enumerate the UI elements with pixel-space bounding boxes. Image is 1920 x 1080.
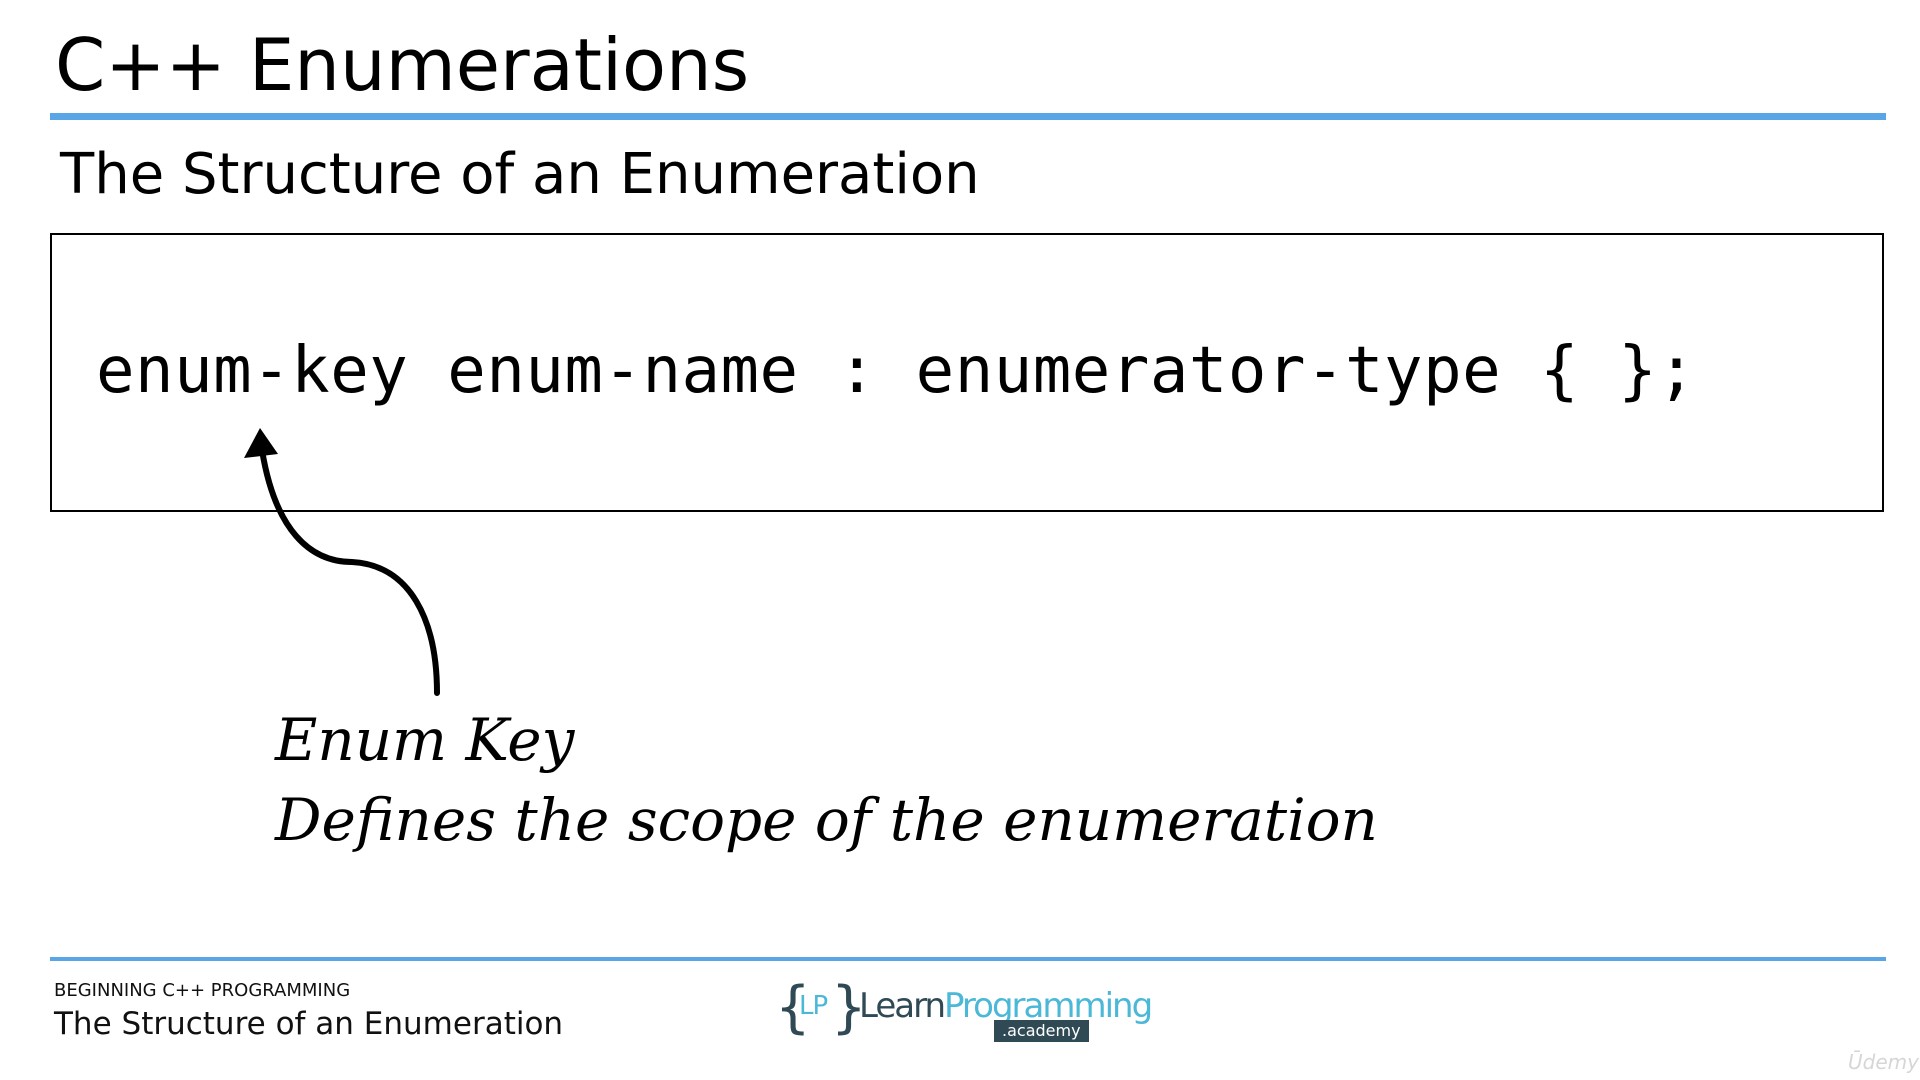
slide-subtitle: The Structure of an Enumeration: [60, 142, 980, 207]
logo-learn-text: Learn: [859, 986, 946, 1026]
annotation-heading: Enum Key: [275, 706, 575, 774]
udemy-watermark: Ūdemy: [1848, 1050, 1919, 1074]
logo-wordmark: LearnProgramming: [859, 986, 1153, 1026]
annotation-text: Enum Key Defines the scope of the enumer…: [275, 700, 1378, 860]
logo-lp-mark: LP: [799, 991, 828, 1021]
slide-title: C++ Enumerations: [55, 23, 750, 107]
logo-academy-badge: .academy: [994, 1020, 1089, 1042]
logo-right-brace-icon: }: [831, 975, 867, 1040]
learnprogramming-logo: { LP } LearnProgramming .academy: [775, 975, 1153, 1044]
logo-programming-text: Programming: [944, 986, 1153, 1026]
footer-divider: [50, 957, 1886, 961]
annotation-description: Defines the scope of the enumeration: [275, 786, 1378, 854]
code-syntax-line: enum-key enum-name : enumerator-type { }…: [96, 334, 1697, 408]
footer-lesson-title: The Structure of an Enumeration: [54, 1006, 564, 1042]
logo-left-brace-icon: {: [775, 975, 811, 1040]
code-box: enum-key enum-name : enumerator-type { }…: [50, 233, 1884, 512]
footer-course-name: BEGINNING C++ PROGRAMMING: [54, 980, 351, 1001]
title-divider: [50, 113, 1886, 120]
